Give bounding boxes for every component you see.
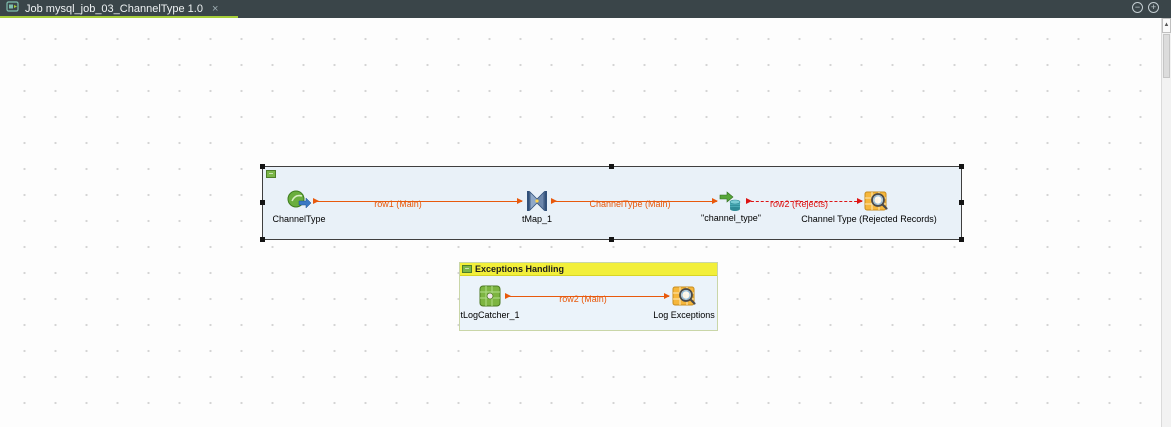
component-label: Channel Type (Rejected Records) <box>801 214 937 224</box>
subjob-collapse-toggle[interactable]: − <box>462 265 472 273</box>
logcatcher-icon <box>477 283 503 309</box>
connection-start-arrow-icon <box>746 198 752 204</box>
selection-handle[interactable] <box>260 200 265 205</box>
view-controls: − + <box>1132 2 1159 13</box>
connection-line[interactable] <box>746 201 862 202</box>
logrow-icon <box>671 283 697 309</box>
connection-label: ChannelType (Main) <box>589 199 671 209</box>
active-tab-accent <box>0 16 238 18</box>
connection-end-arrow-icon <box>517 198 523 204</box>
connection-label: row2 (Rejects) <box>769 199 829 209</box>
logrow-icon <box>863 188 889 214</box>
connection-label: row1 (Main) <box>374 199 422 209</box>
vertical-scrollbar[interactable]: ▲ <box>1161 18 1171 427</box>
connection-start-arrow-icon <box>313 198 319 204</box>
minimize-view-button[interactable]: − <box>1132 2 1143 13</box>
tab-title: Job mysql_job_03_ChannelType 1.0 <box>25 3 203 15</box>
scroll-up-icon[interactable]: ▲ <box>1162 18 1171 33</box>
connection-end-arrow-icon <box>664 293 670 299</box>
tab-job-mysql-job-03-channeltype[interactable]: Job mysql_job_03_ChannelType 1.0 × <box>0 0 238 18</box>
close-icon[interactable]: × <box>211 2 219 15</box>
subjob-collapse-toggle[interactable]: − <box>266 170 276 178</box>
component-rejected-records[interactable] <box>863 188 889 214</box>
component-label: ChannelType <box>272 214 326 224</box>
selection-handle[interactable] <box>609 237 614 242</box>
job-icon <box>6 0 19 18</box>
connection-end-arrow-icon <box>712 198 718 204</box>
component-label: "channel_type" <box>701 213 761 223</box>
component-label: tLogCatcher_1 <box>460 310 520 320</box>
tab-bar: Job mysql_job_03_ChannelType 1.0 × − + <box>0 0 1171 18</box>
selection-handle[interactable] <box>959 200 964 205</box>
component-channel-type-output[interactable] <box>718 188 744 214</box>
selection-handle[interactable] <box>260 164 265 169</box>
selection-handle[interactable] <box>959 164 964 169</box>
mysql-output-icon <box>718 188 744 214</box>
component-label: Log Exceptions <box>653 310 715 320</box>
main-subjob[interactable]: − <box>260 164 964 242</box>
selection-handle[interactable] <box>260 237 265 242</box>
design-canvas[interactable]: − ChannelType <box>0 18 1161 427</box>
selection-handle[interactable] <box>959 237 964 242</box>
connection-line[interactable] <box>551 201 717 202</box>
exceptions-subjob-header[interactable]: − Exceptions Handling <box>460 263 717 276</box>
connection-line[interactable] <box>313 201 522 202</box>
connection-end-arrow-icon <box>857 198 863 204</box>
component-tmap-1[interactable] <box>524 188 550 214</box>
connection-label: row2 (Main) <box>559 294 607 304</box>
connection-start-arrow-icon <box>551 198 557 204</box>
component-channeltype[interactable] <box>286 188 312 214</box>
connection-line[interactable] <box>505 296 669 297</box>
component-tlogcatcher-1[interactable] <box>477 283 503 309</box>
component-log-exceptions[interactable] <box>671 283 697 309</box>
selection-handle[interactable] <box>609 164 614 169</box>
tmap-icon <box>524 188 550 214</box>
mysql-input-icon <box>286 188 312 214</box>
maximize-view-button[interactable]: + <box>1148 2 1159 13</box>
component-label: tMap_1 <box>521 214 553 224</box>
exceptions-subjob-title: Exceptions Handling <box>475 264 565 274</box>
scrollbar-thumb[interactable] <box>1163 34 1170 78</box>
connection-start-arrow-icon <box>505 293 511 299</box>
